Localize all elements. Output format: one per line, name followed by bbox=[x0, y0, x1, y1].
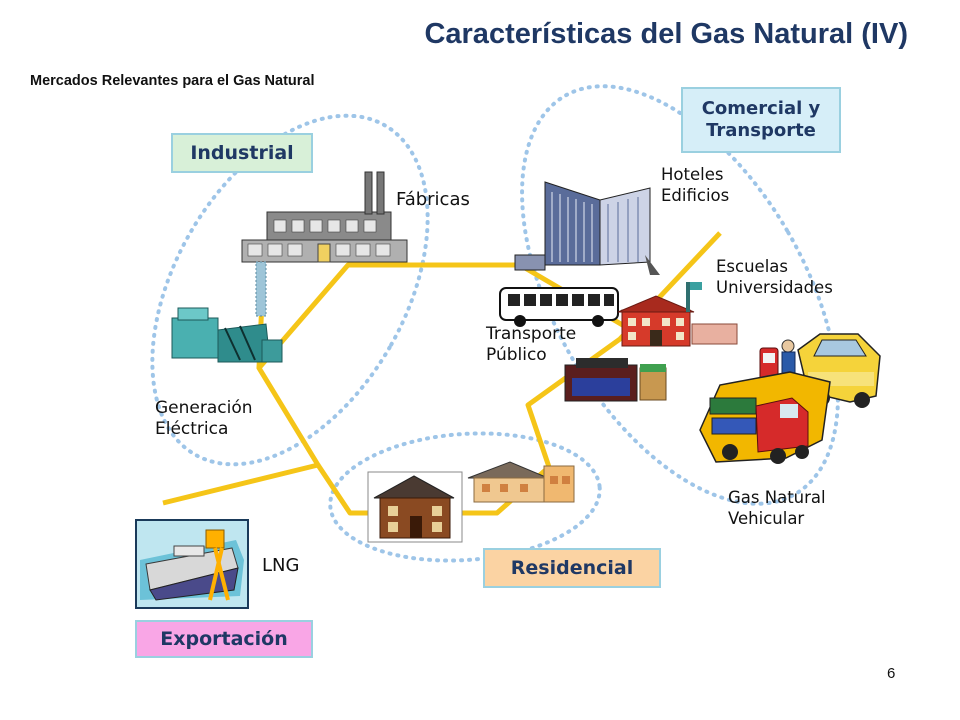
label-escuelas-line1: Escuelas bbox=[716, 257, 788, 276]
label-transporte-line2: Público bbox=[486, 345, 547, 365]
label-hoteles: Hoteles Edificios bbox=[661, 164, 729, 206]
market-regions bbox=[150, 84, 840, 563]
category-label-industrial: Industrial bbox=[190, 142, 294, 164]
page-number: 6 bbox=[887, 665, 896, 682]
label-hoteles-line2: Edificios bbox=[661, 186, 730, 205]
label-lng: LNG bbox=[262, 555, 300, 576]
label-generacion: Generación Eléctrica bbox=[155, 398, 253, 440]
label-gnv-line1: Gas Natural bbox=[728, 488, 826, 507]
factory-icon bbox=[241, 171, 408, 317]
bus-icon bbox=[499, 287, 619, 327]
category-label-comercial-line1: Comercial y bbox=[701, 98, 821, 119]
label-gnv-line2: Vehicular bbox=[728, 509, 805, 528]
shop-icon bbox=[564, 358, 667, 402]
house-icon bbox=[367, 461, 575, 543]
page-title: Características del Gas Natural (IV) bbox=[424, 18, 908, 50]
label-transporte: Transporte Público bbox=[486, 324, 576, 366]
comercial-region bbox=[520, 84, 840, 506]
hotel-building-icon bbox=[514, 181, 660, 275]
label-fabricas: Fábricas bbox=[396, 189, 470, 210]
label-transporte-line1: Transporte bbox=[486, 324, 577, 344]
category-box-comercial: Comercial y Transporte bbox=[681, 87, 841, 153]
industrial-region bbox=[150, 113, 430, 467]
residencial-region bbox=[328, 431, 602, 563]
category-box-residencial: Residencial bbox=[483, 548, 661, 588]
lng-ship-icon bbox=[135, 519, 249, 609]
truck-icon bbox=[699, 371, 831, 464]
category-box-exportacion: Exportación bbox=[135, 620, 313, 658]
page-subtitle: Mercados Relevantes para el Gas Natural bbox=[30, 73, 315, 89]
school-icon bbox=[617, 282, 738, 347]
category-label-exportacion: Exportación bbox=[160, 628, 288, 650]
label-escuelas-line2: Universidades bbox=[716, 278, 833, 297]
category-label-residencial: Residencial bbox=[510, 557, 634, 579]
category-label-comercial-line2: Transporte bbox=[706, 120, 816, 141]
category-box-industrial: Industrial bbox=[171, 133, 313, 173]
label-gas-natural-vehicular: Gas Natural Vehicular bbox=[728, 487, 826, 529]
label-generacion-line1: Generación bbox=[155, 398, 253, 418]
label-hoteles-line1: Hoteles bbox=[661, 165, 724, 184]
label-escuelas: Escuelas Universidades bbox=[716, 256, 833, 298]
power-plant-icon bbox=[171, 307, 283, 363]
label-generacion-line2: Eléctrica bbox=[155, 419, 229, 439]
